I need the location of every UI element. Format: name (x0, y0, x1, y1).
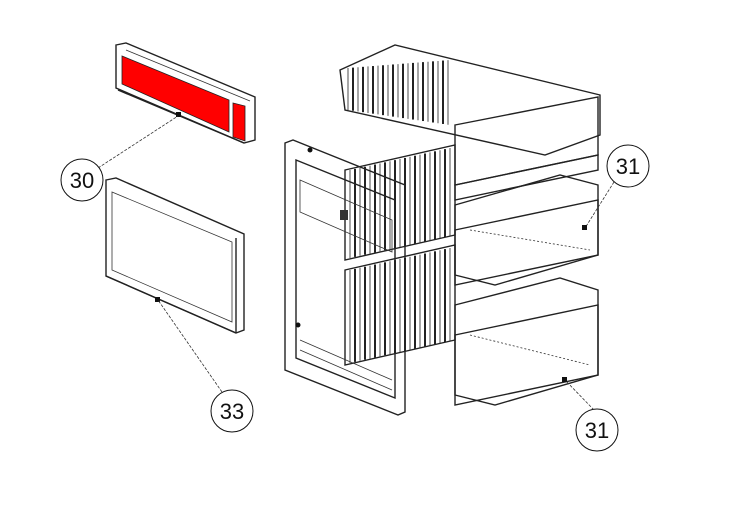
callout-label: 33 (220, 399, 244, 424)
callout-30[interactable]: 30 (60, 158, 104, 202)
leader-lines (97, 115, 615, 411)
part-33-door-panel[interactable] (105, 177, 245, 334)
part-30-trim-panel[interactable] (115, 42, 256, 144)
callout-label: 31 (616, 154, 640, 179)
callout-31-bottom[interactable]: 31 (575, 408, 619, 452)
carcass-back-wall (339, 44, 601, 201)
middle-ribbed-section (344, 144, 456, 366)
callout-31-top[interactable]: 31 (606, 144, 650, 188)
part-31-lower-shelf[interactable] (454, 277, 599, 406)
door-frame (284, 139, 406, 416)
callout-label: 31 (585, 418, 609, 443)
callout-label: 30 (70, 168, 94, 193)
callout-33[interactable]: 33 (210, 389, 254, 433)
part-31-middle-shelf[interactable] (454, 174, 599, 286)
